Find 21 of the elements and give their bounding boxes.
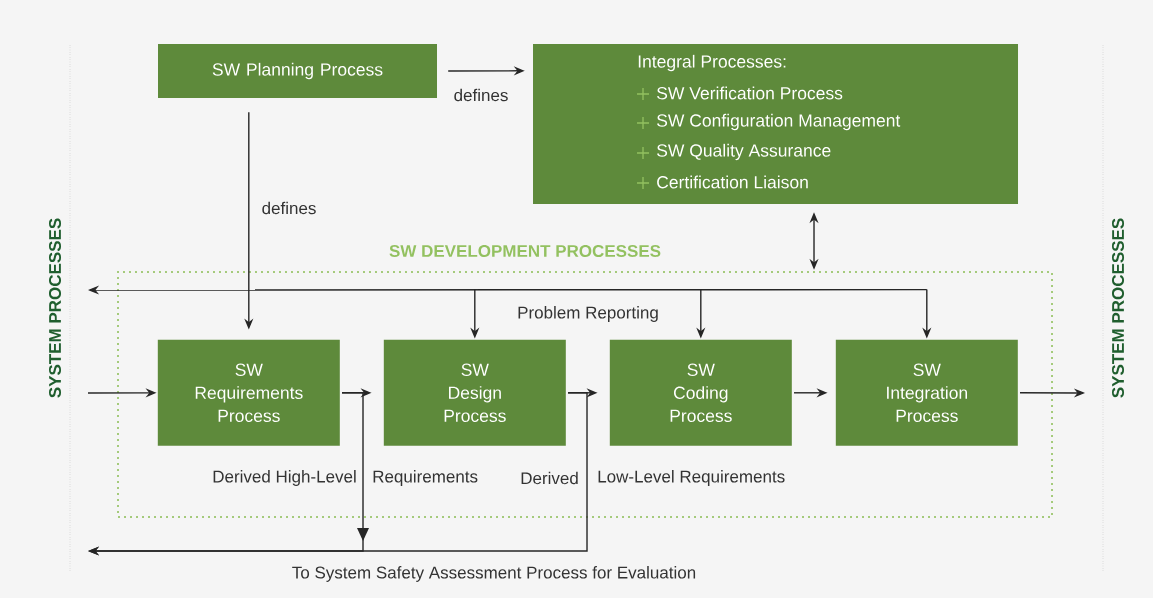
process-box: SW Planning Process bbox=[158, 44, 437, 98]
region-heading: SW DEVELOPMENT PROCESSES bbox=[389, 245, 661, 258]
text-label: Problem Reporting bbox=[518, 306, 658, 322]
edge-label: To System Safety Assessment Process for Evaluation bbox=[292, 566, 696, 582]
text-label: Derived High-Level bbox=[213, 470, 356, 486]
side-label: SYSTEM PROCESSES bbox=[49, 218, 62, 398]
list-item: SW Configuration Management bbox=[657, 113, 901, 131]
process-box: SW Design Process bbox=[383, 339, 566, 446]
process-box: SW Coding Process bbox=[609, 339, 792, 446]
text-label: Requirements bbox=[373, 470, 478, 486]
list-item: SW Quality Assurance bbox=[657, 143, 831, 161]
list-item: Certification Liaison bbox=[657, 175, 808, 189]
side-label: SYSTEM PROCESSES bbox=[1112, 218, 1125, 398]
edge-label: defines bbox=[454, 88, 508, 102]
process-box: SW Requirements Process bbox=[157, 339, 340, 446]
text-label: Derived bbox=[521, 471, 578, 485]
text-label: Low-Level Requirements bbox=[598, 470, 785, 486]
edge-label: defines bbox=[262, 201, 316, 215]
box-heading: Integral Processes: bbox=[638, 54, 786, 72]
list-item: SW Verification Process bbox=[657, 86, 843, 100]
process-box: SW Integration Process bbox=[835, 339, 1018, 446]
